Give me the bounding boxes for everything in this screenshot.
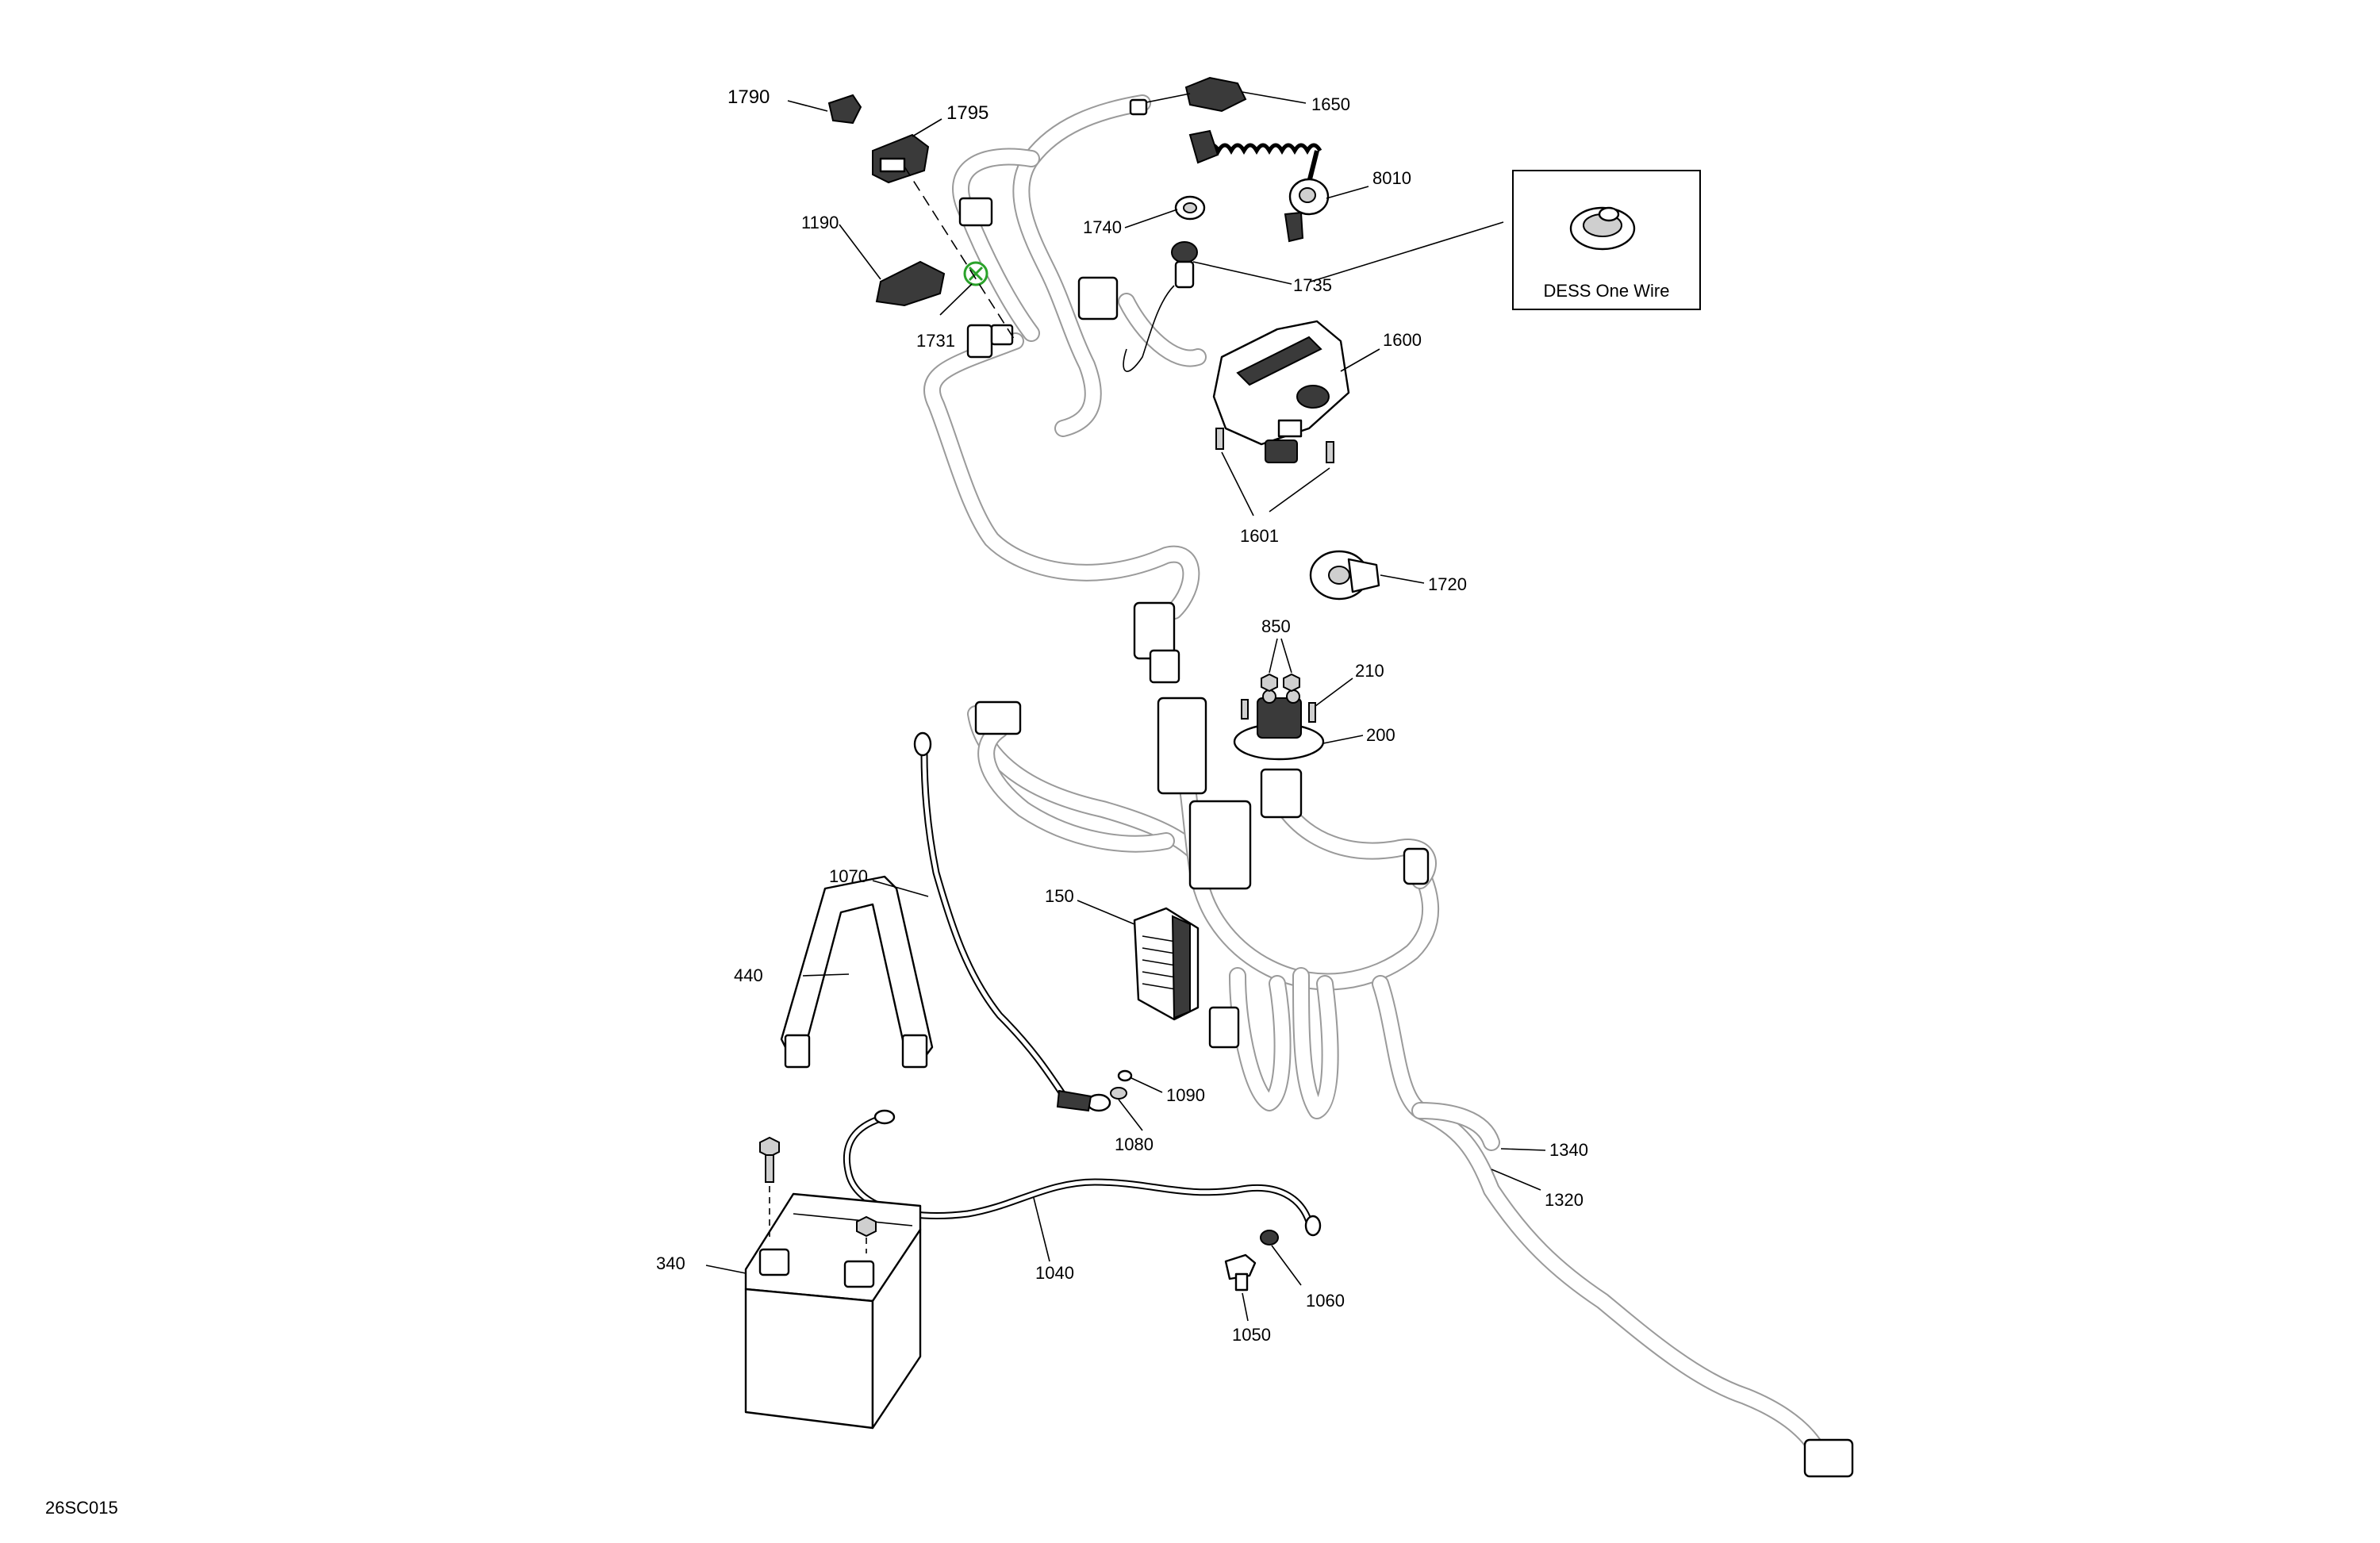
inset-caption: DESS One Wire (1544, 281, 1670, 301)
leader-lines (705, 91, 1546, 1322)
sensor-1190 (875, 260, 946, 307)
cable-1070 (913, 731, 1111, 1112)
callout-200: 200 (1366, 725, 1395, 745)
callout-1070: 1070 (829, 866, 868, 886)
screws-1601 (1215, 428, 1334, 463)
callout-1731: 1731 (916, 331, 955, 351)
sensor-1790 (827, 94, 862, 125)
callout-1080: 1080 (1115, 1134, 1154, 1154)
battery-bolts (759, 1136, 877, 1253)
callout-210: 210 (1355, 661, 1384, 681)
callout-440: 440 (734, 965, 763, 985)
display-1600 (1212, 320, 1350, 463)
callout-1735: 1735 (1293, 275, 1332, 295)
callout-850: 850 (1261, 616, 1291, 636)
washer-1090 (1117, 1069, 1133, 1082)
callout-labels: 1790 1795 1650 8010 1190 1740 1735 1731 … (656, 86, 1588, 1345)
callout-1600: 1600 (1383, 330, 1422, 350)
callout-1060: 1060 (1306, 1291, 1345, 1311)
grommet-1720 (1309, 550, 1380, 601)
callout-150: 150 (1045, 886, 1074, 906)
battery-340 (744, 1192, 922, 1430)
sensor-1795 (872, 133, 930, 184)
washer-1060 (1260, 1230, 1279, 1246)
screws-210 (1241, 699, 1316, 723)
callout-1790: 1790 (727, 86, 770, 108)
strap-440 (780, 875, 934, 1069)
callout-340: 340 (656, 1253, 685, 1273)
callout-1650: 1650 (1311, 94, 1350, 114)
key-1740 (1174, 195, 1206, 221)
cable-1040 (843, 1109, 1322, 1237)
coiled-cord-8010 (1188, 129, 1330, 243)
bolt-1050 (1224, 1253, 1257, 1292)
callout-1040: 1040 (1035, 1263, 1074, 1283)
drawing-code: 26SC015 (45, 1498, 118, 1518)
callout-1340: 1340 (1549, 1140, 1588, 1160)
plug-1731 (963, 261, 988, 286)
callout-1720: 1720 (1428, 574, 1467, 594)
harness-connectors (958, 197, 1854, 1478)
inset-dess-one-wire: DESS One Wire (1512, 170, 1701, 310)
callout-1795: 1795 (946, 102, 988, 124)
switch-1735 (1123, 241, 1198, 372)
nuts-850 (1261, 673, 1300, 693)
callout-1190: 1190 (801, 213, 839, 232)
callout-1050: 1050 (1232, 1325, 1271, 1345)
callout-1601: 1601 (1240, 526, 1279, 546)
callout-1740: 1740 (1083, 217, 1122, 237)
connector-1650 (1129, 76, 1247, 116)
callout-8010: 8010 (1372, 168, 1411, 188)
callout-1320: 1320 (1545, 1190, 1583, 1210)
nut-1080 (1110, 1087, 1127, 1100)
regulator-150 (1133, 907, 1200, 1021)
callout-1090: 1090 (1166, 1085, 1205, 1105)
relay-200 (1233, 689, 1325, 761)
